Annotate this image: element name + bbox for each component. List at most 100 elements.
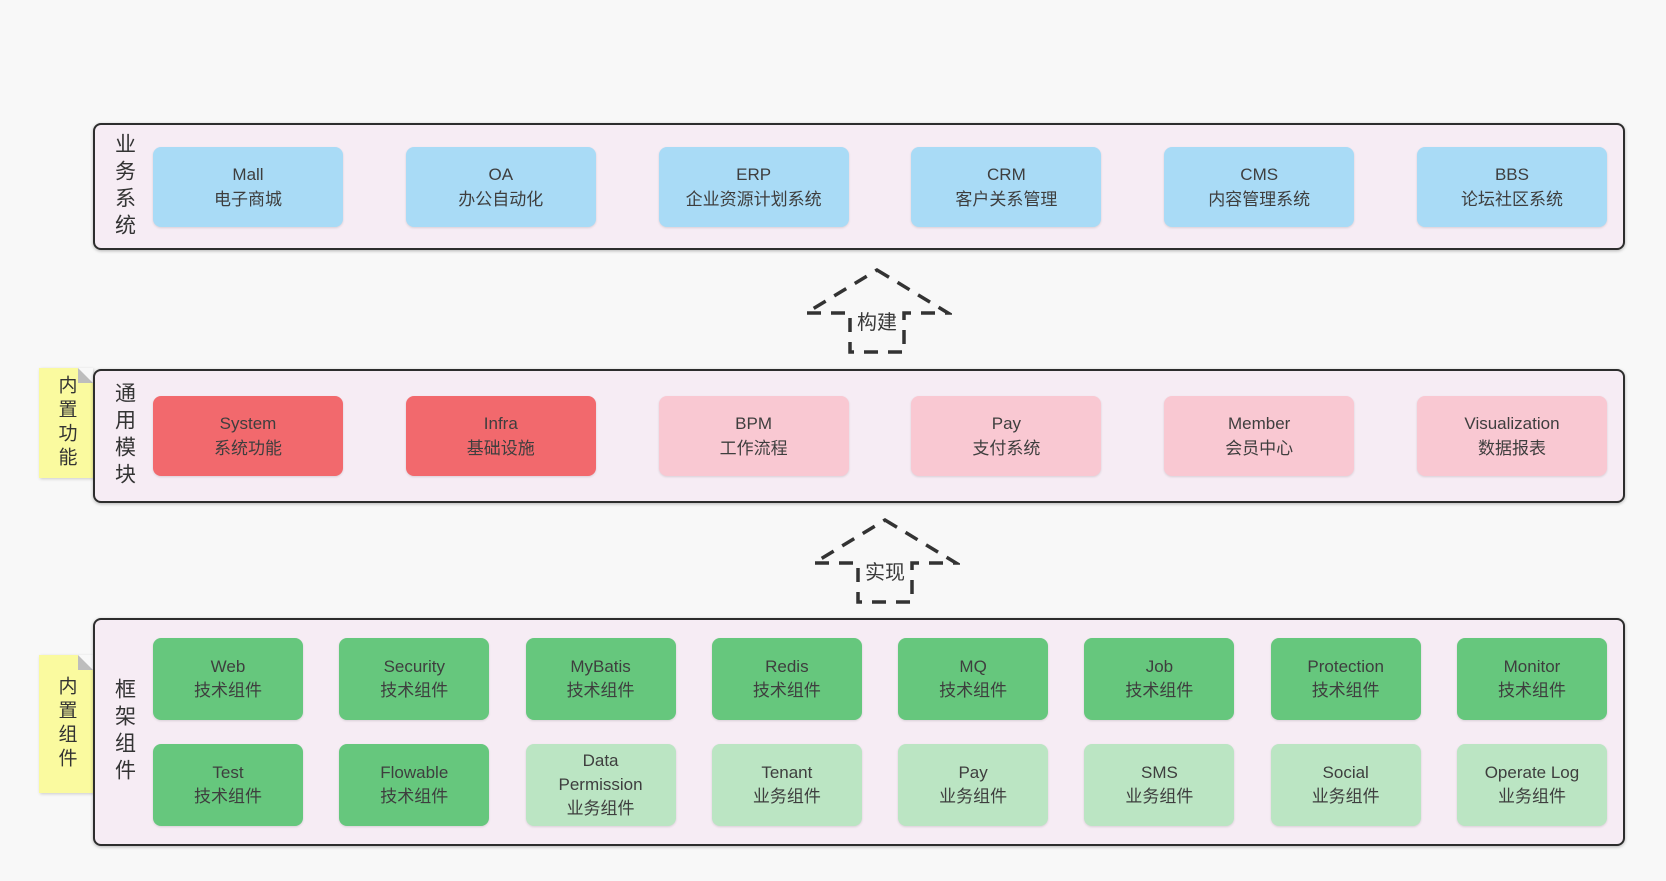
node-security: Security 技术组件 [339, 638, 490, 720]
node-title: Data Permission [558, 751, 643, 794]
node-subtitle: 业务组件 [566, 799, 635, 818]
node-title: BPM [735, 414, 773, 433]
dashed-up-arrow-icon [802, 267, 952, 354]
node-title: SMS [1140, 763, 1178, 782]
node-title: OA [488, 164, 514, 184]
arrow-implement: 实现 [810, 517, 960, 605]
arrow-build-label: 构建 [854, 305, 900, 335]
node-subtitle: 办公自动化 [458, 189, 544, 209]
arrow-build: 构建 [802, 267, 952, 355]
node-oa: OA 办公自动化 [405, 146, 596, 227]
node-subtitle: 业务组件 [1311, 787, 1380, 806]
node-subtitle: 技术组件 [752, 681, 821, 700]
node-member: Member 会员中心 [1164, 396, 1355, 476]
folded-corner-icon [78, 655, 93, 670]
band-title-common-modules: 通用模块 [112, 382, 136, 490]
node-subtitle: 企业资源计划系统 [685, 189, 822, 209]
band-label-column: 通用模块 [95, 371, 153, 501]
node-erp: ERP 企业资源计划系统 [658, 146, 849, 227]
node-subtitle: 技术组件 [1311, 681, 1380, 700]
node-subtitle: 技术组件 [566, 681, 635, 700]
node-mybatis: MyBatis 技术组件 [525, 638, 676, 720]
node-crm: CRM 客户关系管理 [911, 146, 1102, 227]
node-title: Test [212, 763, 244, 782]
node-subtitle: 论坛社区系统 [1460, 189, 1563, 209]
node-cms: CMS 内容管理系统 [1164, 146, 1355, 227]
node-title: Flowable [380, 763, 449, 782]
node-title: Pay [991, 414, 1022, 433]
node-subtitle: 系统功能 [214, 439, 282, 458]
band-title-business-systems: 业务系统 [112, 132, 136, 241]
node-subtitle: 技术组件 [380, 681, 449, 700]
folded-corner-icon [78, 368, 93, 383]
node-sms: SMS 业务组件 [1084, 744, 1235, 826]
node-title: CMS [1240, 164, 1279, 184]
sticky-note-builtin-components-label: 内置组件 [55, 676, 77, 772]
node-title: BBS [1494, 164, 1529, 184]
node-title: MyBatis [570, 657, 631, 676]
band-label-column: 业务系统 [95, 125, 153, 248]
node-monitor: Monitor 技术组件 [1456, 638, 1607, 720]
band-title-framework-components: 框架组件 [112, 678, 136, 786]
node-subtitle: 内容管理系统 [1208, 189, 1311, 209]
node-subtitle: 业务组件 [1125, 787, 1194, 806]
node-subtitle: 数据报表 [1477, 439, 1546, 458]
node-web: Web 技术组件 [153, 638, 303, 720]
node-subtitle: 业务组件 [752, 787, 821, 806]
node-pay: Pay 支付系统 [911, 396, 1102, 476]
node-title: Infra [483, 414, 518, 433]
node-subtitle: 工作流程 [719, 439, 788, 458]
band-content-common-modules: System 系统功能 Infra 基础设施 BPM 工作流程 Pay 支付系统 Member 会… [153, 371, 1623, 501]
node-title: Pay [958, 763, 988, 782]
node-title: System [219, 414, 277, 433]
node-job: Job 技术组件 [1084, 638, 1235, 720]
node-title: Web [210, 657, 246, 676]
sticky-note-builtin-features-label: 内置功能 [55, 375, 77, 471]
node-system: System 系统功能 [153, 396, 343, 476]
node-test: Test 技术组件 [153, 744, 303, 826]
node-title: CRM [987, 164, 1026, 184]
band-label-column: 框架组件 [95, 620, 153, 844]
node-title: Tenant [761, 763, 813, 782]
node-infra: Infra 基础设施 [405, 396, 596, 476]
arrow-implement-label: 实现 [862, 555, 908, 585]
node-subtitle: 技术组件 [1497, 681, 1566, 700]
node-title: MQ [959, 657, 987, 676]
node-subtitle: 基础设施 [466, 439, 535, 458]
component-row: System 系统功能 Infra 基础设施 BPM 工作流程 Pay 支付系统 Member 会… [153, 396, 1607, 476]
node-title: ERP [736, 164, 772, 184]
node-title: Operate Log [1484, 763, 1580, 782]
node-subtitle: 技术组件 [194, 787, 262, 806]
node-title: Monitor [1503, 657, 1561, 676]
node-subtitle: 客户关系管理 [955, 189, 1058, 209]
node-title: Job [1145, 657, 1174, 676]
node-subtitle: 技术组件 [194, 681, 262, 700]
sticky-note-builtin-features: 内置功能 [39, 368, 93, 478]
node-subtitle: 支付系统 [972, 439, 1041, 458]
node-tenant: Tenant 业务组件 [711, 744, 862, 826]
node-title: Member [1228, 414, 1291, 433]
dashed-up-arrow-icon [810, 517, 960, 604]
node-subtitle: 会员中心 [1225, 439, 1294, 458]
node-bbs: BBS 论坛社区系统 [1416, 146, 1607, 227]
node-title: Security [383, 657, 445, 676]
node-subtitle: 技术组件 [1125, 681, 1194, 700]
node-data-permission: Data Permission 业务组件 [525, 744, 676, 826]
node-title: Mall [232, 164, 264, 184]
sticky-note-builtin-components: 内置组件 [39, 655, 93, 793]
